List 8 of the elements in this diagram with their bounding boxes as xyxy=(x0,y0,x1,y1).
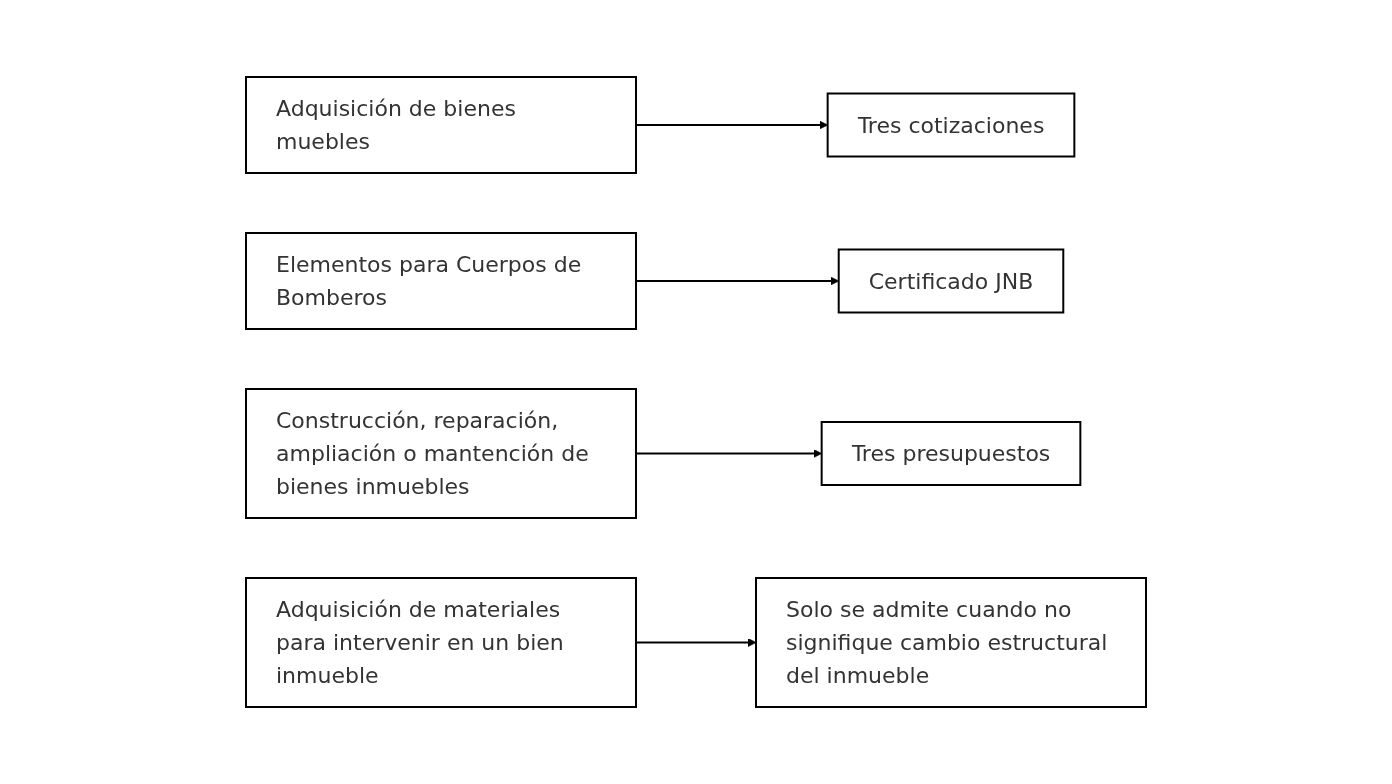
node-box: Certificado JNB xyxy=(837,248,1065,314)
node-box: Tres presupuestos xyxy=(820,421,1082,486)
node-box: Elementos para Cuerpos de Bomberos xyxy=(245,232,637,330)
node-box: Adquisición de bienes muebles xyxy=(245,76,637,174)
node-box: Solo se admite cuando no signifique cambio estructural del inmueble xyxy=(755,577,1147,708)
node-box: Construcción, reparación, ampliación o mantención de bienes inmuebles xyxy=(245,388,637,519)
node-box: Tres cotizaciones xyxy=(826,92,1076,158)
node-box: Adquisición de materiales para intervenir en un bien inmueble xyxy=(245,577,637,708)
